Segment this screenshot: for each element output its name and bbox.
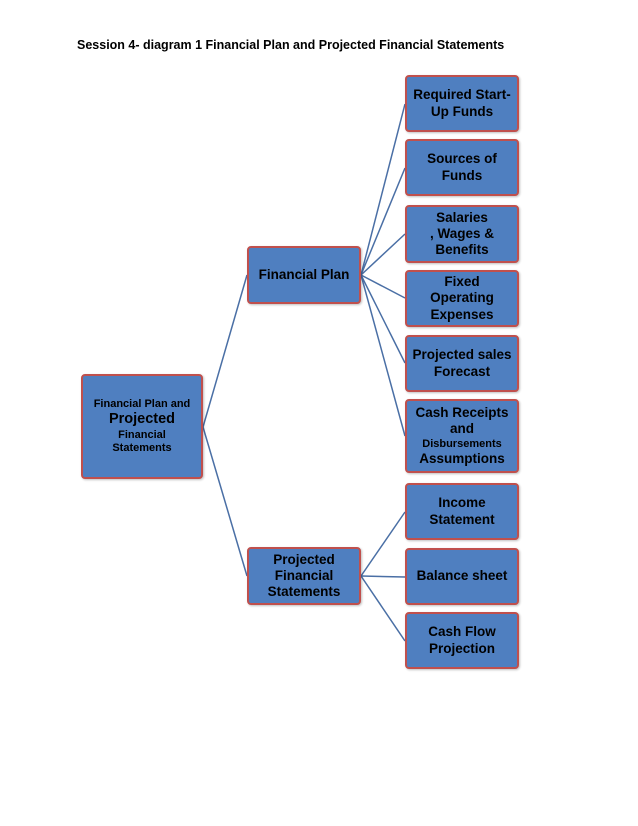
node-income-line2: Statement	[429, 511, 495, 527]
node-balance-sheet: Balance sheet	[405, 548, 519, 605]
node-projected-statements-line3: Statements	[267, 584, 341, 600]
node-income-line1: Income	[438, 495, 486, 511]
node-projected-statements: Projected Financial Statements	[247, 547, 361, 605]
node-fixed-line3: Expenses	[430, 306, 494, 322]
node-financial-plan-label: Financial Plan	[258, 266, 350, 282]
node-cashflow-line2: Projection	[428, 640, 495, 656]
node-fixed-line1: Fixed	[444, 274, 480, 290]
connector-fp-required-startup	[360, 103, 406, 276]
node-fixed-line2: Operating	[430, 290, 494, 306]
node-projected-statements-line1: Projected	[273, 551, 335, 567]
connector-fp-sources	[360, 167, 406, 276]
node-required-startup-line2: Up Funds	[430, 103, 494, 119]
node-salaries-line2: , Wages &	[429, 225, 494, 241]
node-cash-receipts-line4: Assumptions	[419, 450, 505, 466]
connector-ps-cashflow	[360, 575, 406, 642]
node-root-line4: Statements	[112, 441, 172, 454]
node-salaries-wages-benefits: Salaries , Wages & Benefits	[405, 205, 519, 263]
node-sources-of-funds: Sources of Funds	[405, 139, 519, 196]
node-sales-line2: Forecast	[433, 363, 491, 379]
page-title: Session 4- diagram 1 Financial Plan and …	[77, 38, 505, 52]
node-required-startup-line1: Required Start-	[413, 87, 511, 103]
node-salaries-line1: Salaries	[436, 209, 488, 225]
node-income-statement: Income Statement	[405, 483, 519, 540]
node-cash-receipts-line2: and	[449, 421, 474, 437]
connector-fp-cash-receipts	[360, 274, 406, 437]
node-sales-line1: Projected sales	[412, 347, 512, 363]
node-cashflow-line1: Cash Flow	[428, 624, 496, 640]
connector-ps-balance	[360, 575, 406, 578]
connector-root-projected-statements	[202, 426, 248, 577]
node-root: Financial Plan and Projected Financial S…	[81, 374, 203, 479]
node-cash-receipts-line1: Cash Receipts	[415, 405, 509, 421]
node-root-line2: Projected	[108, 411, 176, 428]
connector-ps-income	[360, 511, 406, 577]
node-balance-line1: Balance sheet	[416, 568, 508, 584]
node-financial-plan: Financial Plan	[247, 246, 361, 304]
node-sources-line2: Funds	[441, 167, 483, 183]
node-root-line3: Financial	[118, 428, 166, 441]
node-salaries-line3: Benefits	[435, 242, 489, 258]
node-cash-receipts-line3: Disbursements	[422, 437, 502, 450]
connector-root-financial-plan	[202, 274, 248, 428]
connector-fp-fixed	[360, 274, 406, 299]
node-cash-flow-projection: Cash Flow Projection	[405, 612, 519, 669]
node-sources-line1: Sources of	[427, 151, 497, 167]
node-root-line1: Financial Plan and	[93, 398, 191, 411]
node-projected-statements-line2: Financial	[274, 567, 334, 583]
node-projected-sales-forecast: Projected sales Forecast	[405, 335, 519, 392]
connector-fp-salaries	[360, 233, 406, 276]
node-fixed-operating-expenses: Fixed Operating Expenses	[405, 270, 519, 327]
node-required-startup-funds: Required Start- Up Funds	[405, 75, 519, 132]
connector-fp-sales	[360, 274, 406, 364]
node-cash-receipts-assumptions: Cash Receipts and Disbursements Assumpti…	[405, 399, 519, 473]
